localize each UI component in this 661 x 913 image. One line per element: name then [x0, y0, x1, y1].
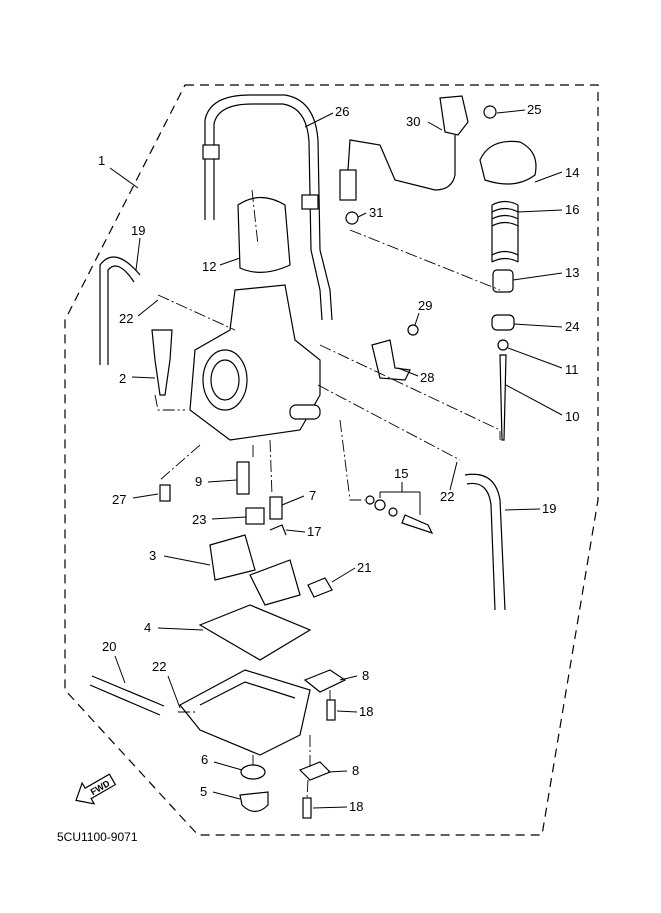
clip-11	[497, 339, 509, 351]
part-label: 22	[152, 659, 166, 674]
plug-30	[439, 95, 469, 136]
part-label: 24	[565, 319, 579, 334]
retainer-24	[491, 314, 515, 331]
part-label: 27	[112, 492, 126, 507]
hose-19-right	[464, 473, 506, 611]
o-ring	[374, 499, 386, 511]
assembly-boundary	[64, 84, 599, 836]
float-3b	[249, 559, 301, 606]
screw-27	[159, 484, 171, 502]
part-label: 1	[98, 153, 105, 168]
pilot-screw	[401, 514, 434, 535]
part-label: 19	[131, 223, 145, 238]
hose-19-left	[99, 256, 141, 365]
o-ring-31	[345, 211, 359, 225]
screw-18	[326, 699, 336, 721]
screw-25	[483, 105, 497, 119]
holder-13	[492, 269, 514, 293]
part-label: 22	[119, 311, 133, 326]
part-label: 29	[418, 298, 432, 313]
part-label: 2	[119, 371, 126, 386]
adjuster	[339, 169, 357, 201]
fwd-arrow-icon: FWD	[75, 773, 117, 805]
part-label: 21	[357, 560, 371, 575]
spring-16	[491, 200, 519, 263]
cable-30	[347, 135, 456, 191]
part-label: 10	[565, 409, 579, 424]
part-label: 8	[362, 668, 369, 683]
cap-12	[237, 196, 291, 273]
part-code: 5CU1100-9071	[57, 830, 138, 844]
part-label: 11	[565, 362, 579, 377]
part-label: 25	[527, 102, 541, 117]
part-label: 12	[202, 259, 216, 274]
part-label: 20	[102, 639, 116, 654]
pin-21	[307, 577, 333, 598]
part-label: 15	[394, 466, 408, 481]
screw-2	[151, 329, 173, 396]
part-label: 28	[420, 370, 434, 385]
clamp	[202, 144, 220, 160]
plug-5	[239, 791, 269, 813]
plate-8	[303, 669, 347, 693]
part-label: 26	[335, 104, 349, 119]
plate-8b	[298, 761, 332, 781]
spring	[388, 507, 398, 517]
part-label: 4	[144, 620, 151, 635]
hose-20-inner	[91, 675, 165, 707]
parts	[89, 94, 537, 819]
gasket-6	[240, 764, 266, 780]
cover-14	[479, 140, 537, 185]
intake-bore	[202, 349, 248, 411]
part-label: 31	[369, 205, 383, 220]
gasket-4	[198, 604, 312, 661]
float-bowl	[179, 669, 311, 756]
part-label: 9	[195, 474, 202, 489]
part-label: 13	[565, 265, 579, 280]
part-label: 18	[349, 799, 363, 814]
hose-26	[204, 94, 333, 321]
clip-17	[269, 524, 287, 536]
part-label: 14	[565, 165, 579, 180]
fitting	[289, 404, 321, 420]
part-label: 16	[565, 202, 579, 217]
part-label: 6	[201, 752, 208, 767]
clamp	[301, 194, 319, 210]
part-label: 3	[149, 548, 156, 563]
screw-18b	[302, 797, 312, 819]
needle-10	[499, 354, 507, 441]
hose-19-right-inner	[466, 482, 496, 611]
leader-lines	[109, 109, 563, 809]
hose-26-inner	[213, 103, 323, 321]
valve-7	[269, 496, 283, 520]
part-label: 5	[200, 784, 207, 799]
float-3	[209, 534, 256, 581]
bracket-28	[371, 339, 411, 381]
part-label: 7	[309, 488, 316, 503]
jet-23	[245, 507, 265, 525]
part-label: 8	[352, 763, 359, 778]
part-label: 19	[542, 501, 556, 516]
hose-20	[89, 684, 161, 716]
part-label: 18	[359, 704, 373, 719]
part-labels: 1 26 25 30 14 16 31 19 12 13 22 29 24 11…	[98, 102, 579, 814]
part-label: 17	[307, 524, 321, 539]
washer	[365, 495, 375, 505]
part-label: 22	[440, 489, 454, 504]
hose-19-left-inner	[107, 265, 135, 365]
part-label: 30	[406, 114, 420, 129]
jet-9	[236, 461, 250, 495]
screw-29	[407, 324, 419, 336]
part-label: 23	[192, 512, 206, 527]
